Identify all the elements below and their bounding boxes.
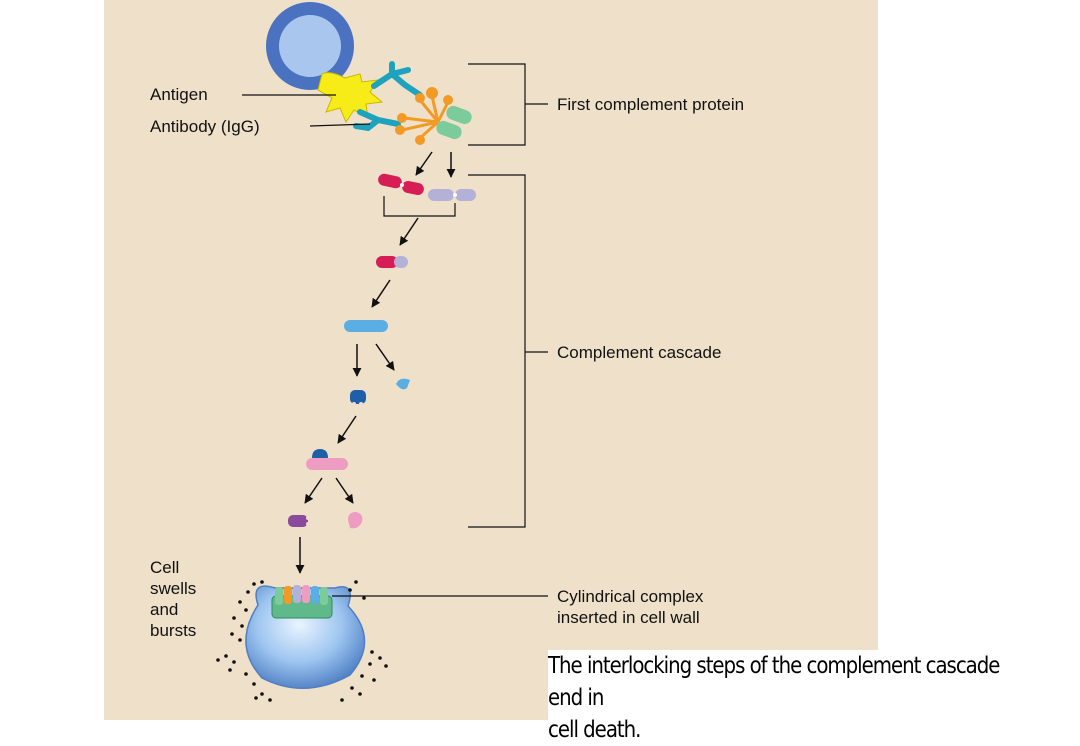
label-complement-cascade: Complement cascade [557, 343, 721, 362]
label-antigen: Antigen [150, 85, 208, 104]
protein-combined [376, 256, 408, 268]
bracket-complement-cascade [468, 174, 526, 528]
antigen-shape [317, 72, 384, 124]
caption-line-1: The interlocking steps of the complement… [548, 653, 1000, 711]
protein-light-blue-fragment [396, 378, 410, 390]
protein-pink-fragment [348, 512, 363, 529]
protein-pink-complex [306, 449, 348, 470]
diagram-background [104, 0, 878, 720]
caption-line-2: cell death. [548, 717, 641, 743]
protein-lavender-pair [428, 189, 476, 201]
arrow [371, 279, 391, 308]
label-cell-swells-line1: Cell [150, 558, 179, 577]
arrow [415, 151, 433, 176]
label-antibody: Antibody (IgG) [150, 117, 260, 136]
label-cell-swells-line3: and [150, 600, 178, 619]
protein-navy-fragment [350, 390, 366, 406]
arrow [304, 477, 323, 504]
label-cylindrical-complex-line1: Cylindrical complex [557, 587, 704, 606]
antibody-bottom [353, 109, 401, 132]
cylindrical-complex [275, 585, 328, 605]
target-cell [266, 2, 354, 90]
antibody-top [371, 61, 423, 98]
label-cylindrical-complex-line2: inserted in cell wall [557, 608, 700, 627]
lysing-cell [216, 580, 388, 702]
label-cell-swells-line2: swells [150, 579, 196, 598]
label-first-complement-protein: First complement protein [557, 95, 744, 114]
arrow [375, 343, 395, 371]
first-complement-protein [395, 87, 472, 145]
protein-crimson-pair [378, 173, 424, 196]
arrow [399, 217, 419, 246]
arrow [335, 477, 354, 504]
join-bracket [383, 196, 456, 217]
label-cell-swells-line4: bursts [150, 621, 196, 640]
arrow [337, 415, 357, 444]
protein-blue [344, 320, 388, 332]
caption: The interlocking steps of the complement… [548, 650, 1006, 743]
protein-purple-fragment [288, 515, 310, 527]
complement-cascade-diagram: Antigen Antibody (IgG) First complement … [104, 0, 878, 720]
leader-line-antibody [309, 123, 371, 127]
